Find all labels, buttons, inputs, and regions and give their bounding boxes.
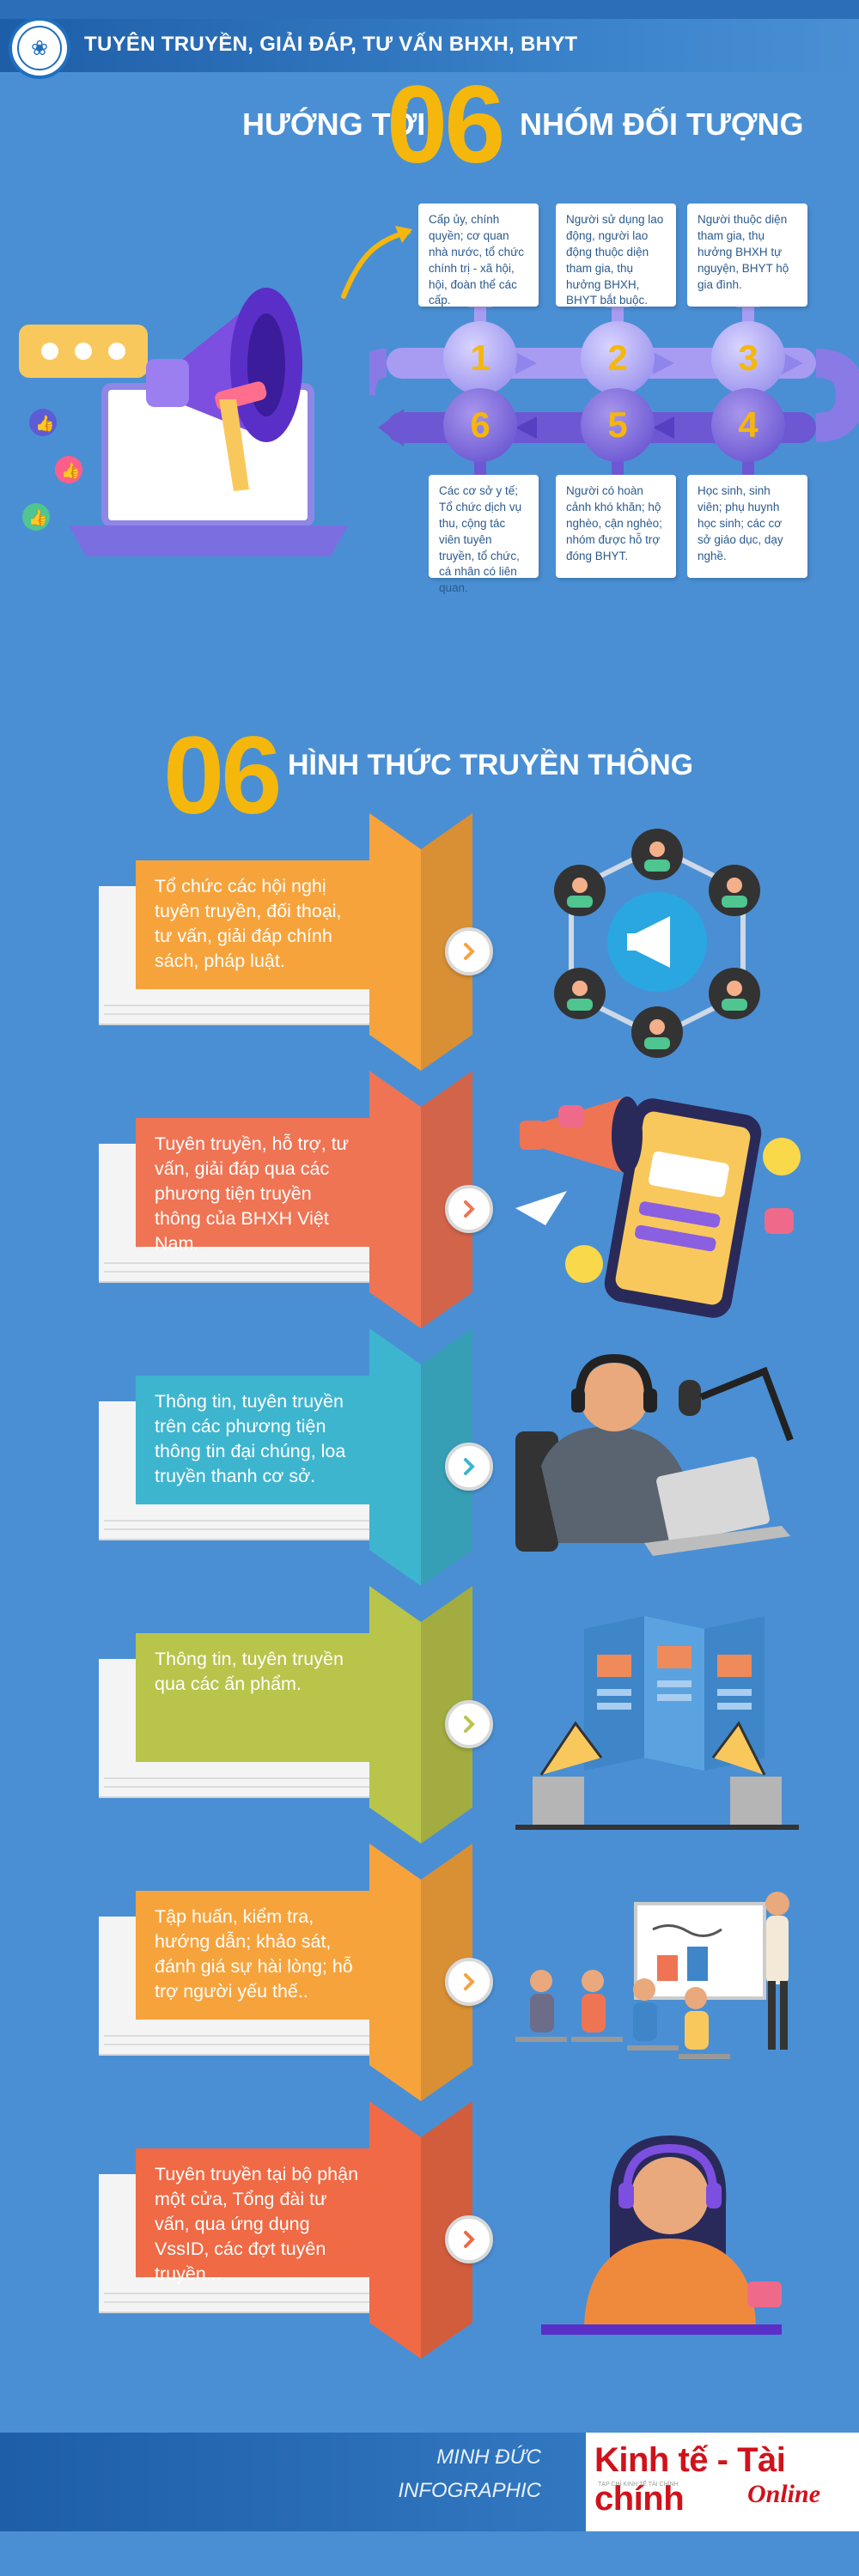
group-badge-5: 5 xyxy=(581,388,655,462)
footer-author: MINH ĐỨC xyxy=(436,2445,541,2469)
brand-logo-tag: TẠP CHÍ KINH TẾ TÀI CHÍNH xyxy=(598,2482,679,2488)
network-people-illustration xyxy=(554,829,760,1058)
curved-arrow-icon xyxy=(341,226,412,299)
channel-text-3: Thông tin, tuyên truyền trên các phương … xyxy=(136,1376,372,1504)
channel-text-2: Tuyên truyền, hỗ trợ, tư vấn, giải đáp q… xyxy=(136,1118,372,1254)
like-icon xyxy=(29,409,57,436)
brand-box xyxy=(586,2433,859,2531)
header-bar xyxy=(0,19,859,72)
chevron-right-icon xyxy=(445,1958,493,2006)
group-card-6: Các cơ sở y tế; Tổ chức dịch vụ thu, cộn… xyxy=(429,475,539,594)
heart-icon xyxy=(55,456,82,483)
section2-title: HÌNH THỨC TRUYỀN THÔNG xyxy=(288,749,694,781)
channel-row-1: Tổ chức các hội nghị tuyên truyền, đối t… xyxy=(0,813,859,1071)
section1-title-number: 06 xyxy=(387,64,505,186)
top-stripe xyxy=(0,0,859,19)
logo-emblem-icon: ❀ xyxy=(17,26,62,70)
svg-text:👍: 👍 xyxy=(35,414,54,433)
channel-row-4: Thông tin, tuyên truyền qua các ấn phẩm. xyxy=(0,1586,859,1844)
svg-text:👍: 👍 xyxy=(28,508,47,527)
brand-logo-main: Kinh tế - Tài chính xyxy=(594,2441,786,2518)
group-card-2: Người sử dụng lao động, người lao động t… xyxy=(556,204,676,307)
section1-title-post: NHÓM ĐỐI TƯỢNG xyxy=(520,106,804,142)
group-card-1: Cấp ủy, chính quyền; cơ quan nhà nước, t… xyxy=(418,204,539,307)
brochure-illustration xyxy=(515,1616,799,1830)
chevron-right-icon xyxy=(445,1700,493,1748)
group-badge-3: 3 xyxy=(711,321,785,395)
bhxh-logo: ❀ xyxy=(9,17,70,79)
channel-row-6: Tuyên truyền tại bộ phận một cửa, Tổng đ… xyxy=(0,2101,859,2359)
laptop-base-icon xyxy=(69,526,348,556)
chevron-right-icon xyxy=(445,2215,493,2263)
group-badge-1: 1 xyxy=(443,321,517,395)
section2-title-number: 06 xyxy=(163,714,282,837)
section1-title-pre: HƯỚNG TỚI xyxy=(242,106,426,142)
channel-row-5: Tập huấn, kiểm tra, hướng dẫn; khảo sát,… xyxy=(0,1844,859,2101)
megaphone-laptop-illustration: 👍 👍 👍 xyxy=(19,288,348,556)
group-badge-2: 2 xyxy=(581,321,655,395)
training-class-illustration xyxy=(515,1892,789,2059)
channel-row-3: Thông tin, tuyên truyền trên các phương … xyxy=(0,1328,859,1586)
header-title: TUYÊN TRUYỀN, GIẢI ĐÁP, TƯ VẤN BHXH, BHY… xyxy=(84,33,578,56)
call-center-illustration xyxy=(541,2136,782,2335)
group-card-5: Người có hoàn cảnh khó khăn; hộ nghèo, c… xyxy=(556,475,676,578)
chevron-right-icon xyxy=(445,1443,493,1491)
smartphone-megaphone-illustration xyxy=(515,1097,801,1318)
brand-logo-sub: Online xyxy=(747,2480,821,2508)
footer-type: INFOGRAPHIC xyxy=(398,2479,541,2502)
chevron-right-icon xyxy=(445,1185,493,1233)
group-card-4: Học sinh, sinh viên; phụ huynh học sinh;… xyxy=(687,475,807,578)
group-card-3: Người thuộc diện tham gia, thụ hưởng BHX… xyxy=(687,204,807,307)
svg-text:👍: 👍 xyxy=(61,461,80,480)
channel-text-1: Tổ chức các hội nghị tuyên truyền, đối t… xyxy=(136,860,372,989)
group-badge-6: 6 xyxy=(443,388,517,462)
channel-text-5: Tập huấn, kiểm tra, hướng dẫn; khảo sát,… xyxy=(136,1891,372,2020)
channel-row-2: Tuyên truyền, hỗ trợ, tư vấn, giải đáp q… xyxy=(0,1071,859,1328)
channel-text-6: Tuyên truyền tại bộ phận một cửa, Tổng đ… xyxy=(136,2148,372,2284)
group-badge-4: 4 xyxy=(711,388,785,462)
channel-text-4: Thông tin, tuyên truyền qua các ấn phẩm. xyxy=(136,1633,372,1762)
chevron-right-icon xyxy=(445,927,493,975)
podcaster-illustration xyxy=(515,1353,794,1556)
like-icon-2 xyxy=(22,503,50,531)
